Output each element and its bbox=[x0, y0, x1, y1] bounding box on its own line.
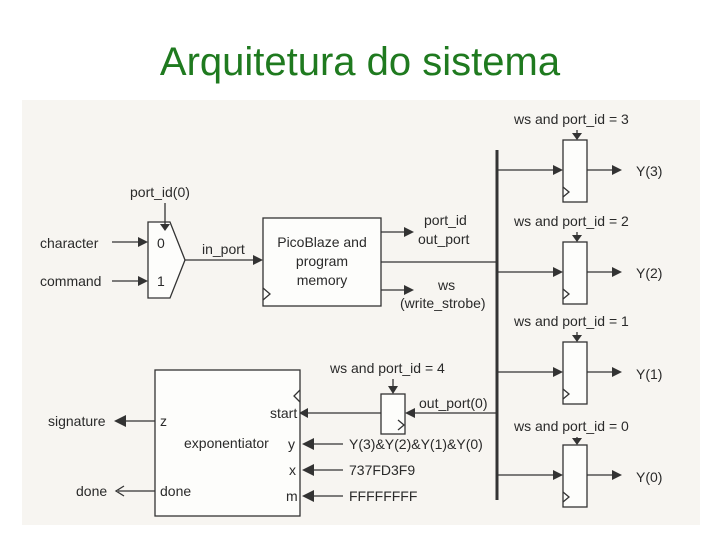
reg0-output-arrow bbox=[612, 470, 622, 480]
signature-arrow bbox=[114, 415, 126, 427]
port-id-arrow bbox=[404, 227, 414, 237]
x-pin-label: x bbox=[289, 462, 296, 478]
mux-block bbox=[147, 221, 186, 299]
reg2-clock-mark bbox=[562, 288, 571, 300]
reg2-enable-arrow bbox=[572, 235, 582, 242]
slide-title: Arquitetura do sistema bbox=[159, 40, 561, 84]
reg1-block bbox=[562, 341, 588, 405]
reg0-block bbox=[562, 444, 588, 508]
start-arrow bbox=[299, 408, 308, 418]
reg1-input-arrow bbox=[553, 367, 563, 377]
in-port-label: in_port bbox=[202, 241, 245, 257]
y-input-label: Y(3)&Y(2)&Y(1)&Y(0) bbox=[349, 436, 483, 452]
exponentiator-clock-mark bbox=[293, 389, 301, 403]
reg0-enable-arrow bbox=[572, 438, 582, 445]
out-port-label: out_port bbox=[418, 231, 469, 247]
y0-label: Y(0) bbox=[636, 469, 662, 485]
mux-input0-label: 0 bbox=[157, 235, 165, 251]
command-label: command bbox=[40, 273, 101, 289]
m-input-arrow bbox=[302, 490, 314, 502]
reg1-enable-label: ws and port_id = 1 bbox=[513, 313, 629, 329]
reg2-output-arrow bbox=[612, 267, 622, 277]
start-register-clock-mark bbox=[397, 419, 406, 431]
character-arrow bbox=[138, 237, 148, 247]
reg0-clock-mark bbox=[562, 491, 571, 503]
m-pin-label: m bbox=[286, 488, 298, 504]
x-input-label: 737FD3F9 bbox=[349, 462, 415, 478]
reg1-enable-arrow bbox=[572, 335, 582, 342]
reg2-enable-label: ws and port_id = 2 bbox=[513, 213, 629, 229]
start-pin-label: start bbox=[270, 405, 297, 421]
mux-select-arrow bbox=[160, 224, 170, 231]
ws-arrow bbox=[404, 285, 414, 295]
reg3-enable-arrow bbox=[572, 133, 582, 140]
done-arrow bbox=[114, 485, 125, 497]
cpu-label-line1: PicoBlaze and bbox=[277, 234, 367, 250]
cpu-label-line2: program bbox=[296, 253, 348, 269]
reg3-enable-label: ws and port_id = 3 bbox=[513, 111, 629, 127]
y3-label: Y(3) bbox=[636, 163, 662, 179]
m-input-label: FFFFFFFF bbox=[349, 488, 417, 504]
x-input-arrow bbox=[302, 464, 314, 476]
picoblaze-block bbox=[262, 217, 382, 307]
exponentiator-block bbox=[154, 369, 301, 517]
reg2-input-arrow bbox=[553, 267, 563, 277]
y1-label: Y(1) bbox=[636, 366, 662, 382]
reg4-enable-label: ws and port_id = 4 bbox=[329, 360, 445, 376]
out-port0-arrow bbox=[405, 408, 415, 418]
reg4-enable-arrow bbox=[388, 386, 398, 394]
z-pin-label: z bbox=[160, 413, 167, 429]
command-arrow bbox=[138, 276, 148, 286]
y-input-arrow bbox=[302, 438, 314, 450]
write-strobe-label: (write_strobe) bbox=[400, 295, 486, 311]
y-pin-label: y bbox=[288, 436, 295, 452]
exponentiator-label: exponentiator bbox=[184, 435, 269, 451]
ws-label: ws bbox=[437, 277, 455, 293]
done-output-label: done bbox=[76, 483, 107, 499]
reg3-output-arrow bbox=[612, 165, 622, 175]
y2-label: Y(2) bbox=[636, 265, 662, 281]
port-id0-label: port_id(0) bbox=[130, 184, 190, 200]
reg3-clock-mark bbox=[562, 186, 571, 198]
in-port-arrow bbox=[253, 255, 263, 265]
reg3-input-arrow bbox=[553, 165, 563, 175]
reg1-clock-mark bbox=[562, 388, 571, 400]
done-pin-label: done bbox=[160, 483, 191, 499]
signature-label: signature bbox=[48, 413, 106, 429]
reg0-input-arrow bbox=[553, 470, 563, 480]
character-label: character bbox=[40, 235, 99, 251]
cpu-clock-mark bbox=[262, 287, 271, 301]
reg1-output-arrow bbox=[612, 367, 622, 377]
reg3-block bbox=[562, 139, 588, 203]
out-port0-label: out_port(0) bbox=[419, 395, 487, 411]
cpu-label-line3: memory bbox=[297, 272, 348, 288]
reg2-block bbox=[562, 241, 588, 305]
mux-input1-label: 1 bbox=[157, 273, 165, 289]
port-id-label: port_id bbox=[424, 212, 467, 228]
reg0-enable-label: ws and port_id = 0 bbox=[513, 418, 629, 434]
